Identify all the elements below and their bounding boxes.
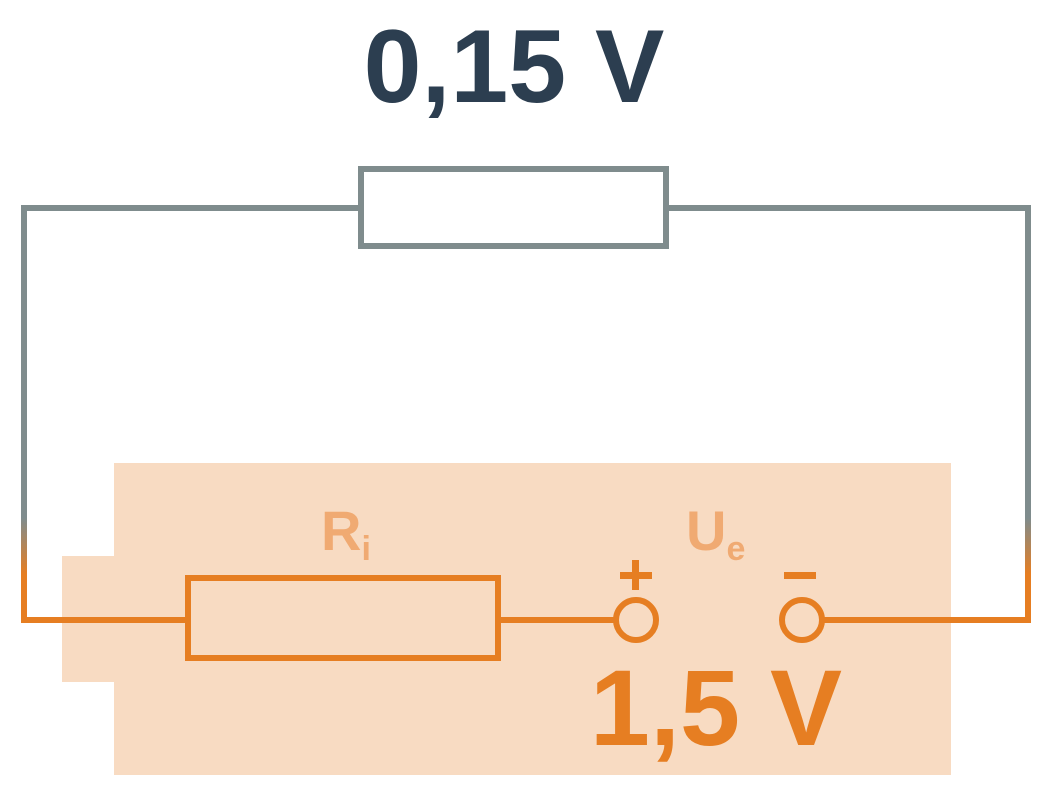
source-wire-left — [21, 617, 188, 623]
terminal-minus-circle — [779, 597, 825, 643]
minus-sign-icon — [784, 572, 816, 579]
load-voltage-label: 0,15 V — [364, 9, 665, 125]
external-circuit — [21, 166, 1031, 525]
emf-symbol: U — [686, 499, 726, 562]
source-circuit — [21, 575, 1031, 661]
external-wire-left — [21, 205, 361, 525]
plus-sign-vertical — [632, 560, 639, 590]
terminal-signs — [620, 560, 816, 590]
source-wire-right — [824, 617, 1031, 623]
wire-transition-right — [1025, 518, 1031, 620]
internal-resistance-label: Ri — [321, 499, 371, 568]
internal-resistance-subscript: i — [361, 530, 370, 568]
load-resistor — [358, 166, 669, 249]
emf-label: Ue — [686, 499, 745, 568]
emf-subscript: e — [726, 530, 745, 568]
external-wire-right — [666, 205, 1031, 525]
internal-resistance-symbol: R — [321, 499, 361, 562]
source-voltage-label: 1,5 V — [590, 647, 842, 768]
wire-transition-left — [21, 518, 27, 620]
terminal-plus-circle — [613, 597, 659, 643]
